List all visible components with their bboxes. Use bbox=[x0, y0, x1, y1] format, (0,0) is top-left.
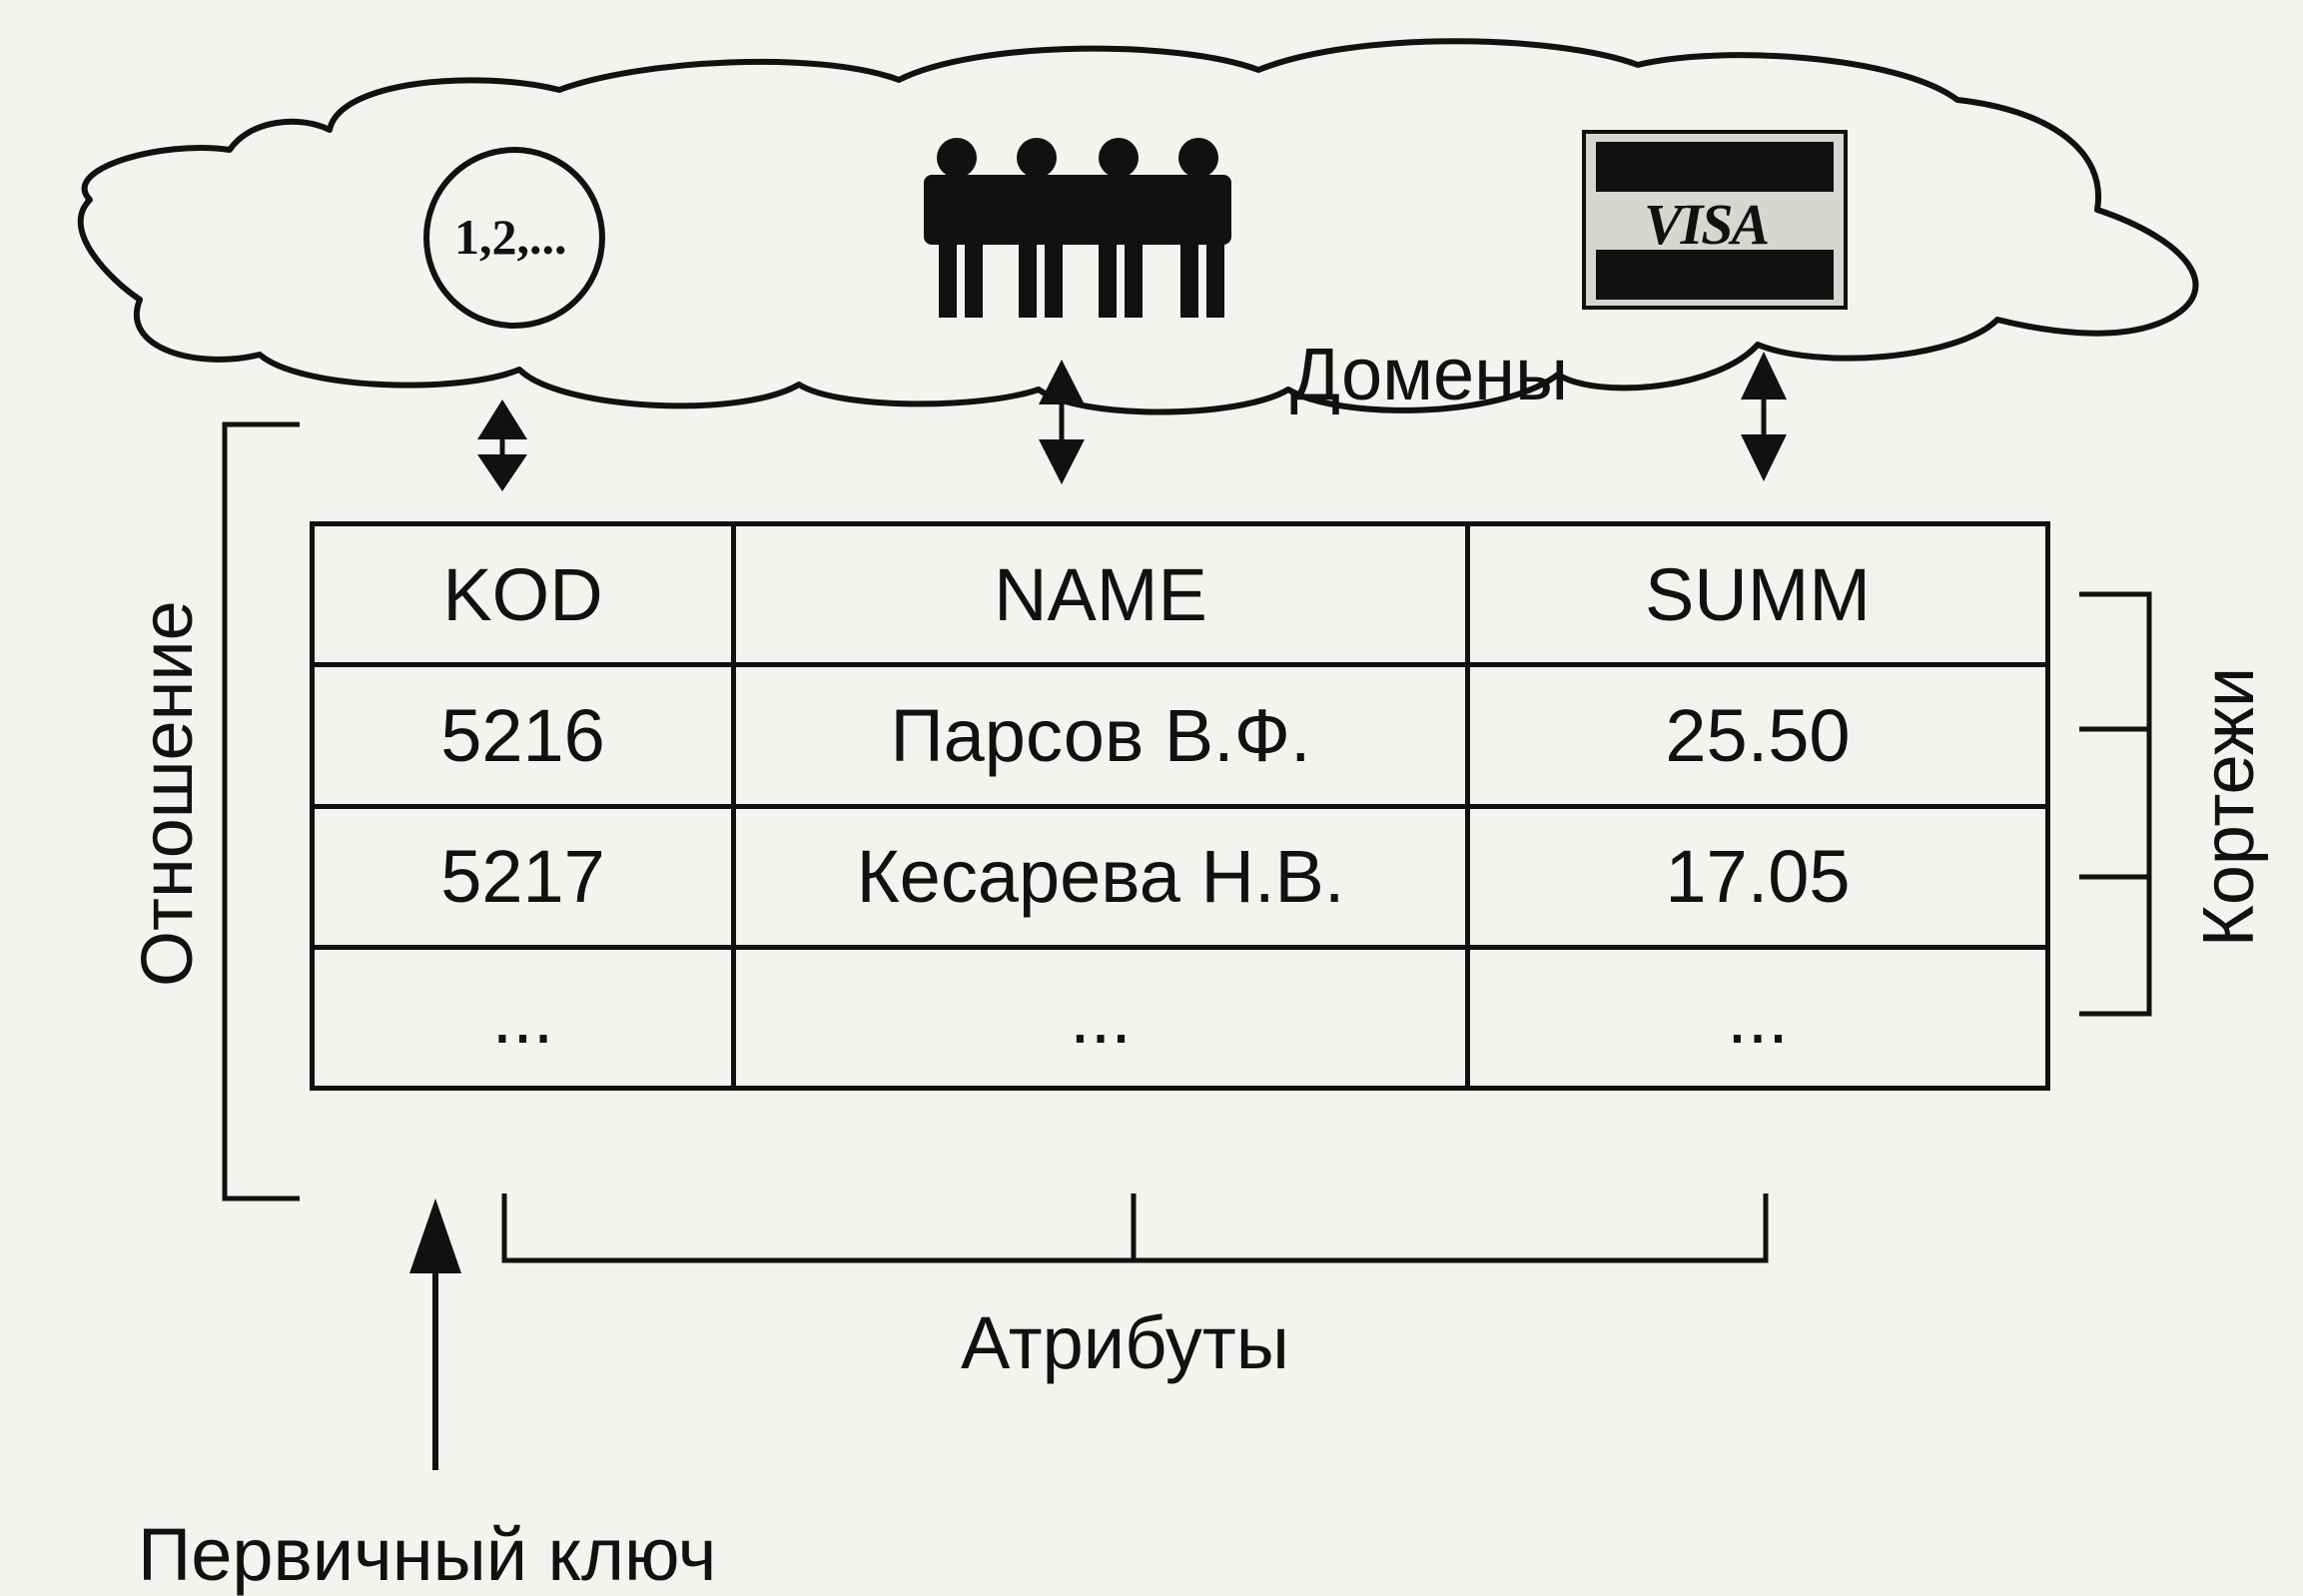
primary-key-arrow bbox=[409, 1198, 461, 1470]
domains-cloud bbox=[77, 38, 2199, 415]
table-cell: Парсов В.Ф. bbox=[731, 662, 1470, 809]
table-row: 5217 Кесарева Н.В. 17.05 bbox=[310, 803, 2050, 950]
table-cell: Кесарева Н.В. bbox=[731, 803, 1470, 950]
attributes-bracket bbox=[501, 1194, 1769, 1263]
column-header-kod: KOD bbox=[310, 520, 736, 668]
table-cell: 5216 bbox=[310, 662, 736, 809]
table-cell: ... bbox=[310, 944, 736, 1092]
tuples-label: Кортежи bbox=[2189, 666, 2269, 948]
relation-label: Отношение bbox=[128, 600, 208, 987]
table-cell: 17.05 bbox=[1465, 803, 2050, 950]
relation-table: KOD NAME SUMM 5216 Парсов В.Ф. 25.50 521… bbox=[310, 520, 2050, 1092]
number-set-circle bbox=[423, 147, 605, 329]
attributes-label: Атрибуты bbox=[961, 1301, 1289, 1384]
people-icon bbox=[924, 138, 1231, 318]
column-header-name: NAME bbox=[731, 520, 1470, 668]
table-cell: 5217 bbox=[310, 803, 736, 950]
table-header-row: KOD NAME SUMM bbox=[310, 520, 2050, 668]
column-header-summ: SUMM bbox=[1465, 520, 2050, 668]
domain-arrow-name bbox=[1039, 360, 1085, 484]
tuples-bracket bbox=[2079, 591, 2152, 1017]
primary-key-label: Первичный ключ bbox=[138, 1513, 717, 1596]
domain-arrow-kod bbox=[477, 399, 527, 491]
table-row: ... ... ... bbox=[310, 944, 2050, 1092]
table-cell: ... bbox=[1465, 944, 2050, 1092]
table-cell: 25.50 bbox=[1465, 662, 2050, 809]
relation-bracket bbox=[222, 421, 300, 1201]
card-brand-label: VISA bbox=[1644, 192, 1770, 257]
domains-label: Домены bbox=[1290, 333, 1569, 415]
number-set-label: 1,2,... bbox=[454, 209, 567, 265]
credit-card-icon bbox=[1582, 130, 1848, 310]
table-cell: ... bbox=[731, 944, 1470, 1092]
domain-arrow-summ bbox=[1741, 352, 1787, 481]
table-row: 5216 Парсов В.Ф. 25.50 bbox=[310, 662, 2050, 809]
